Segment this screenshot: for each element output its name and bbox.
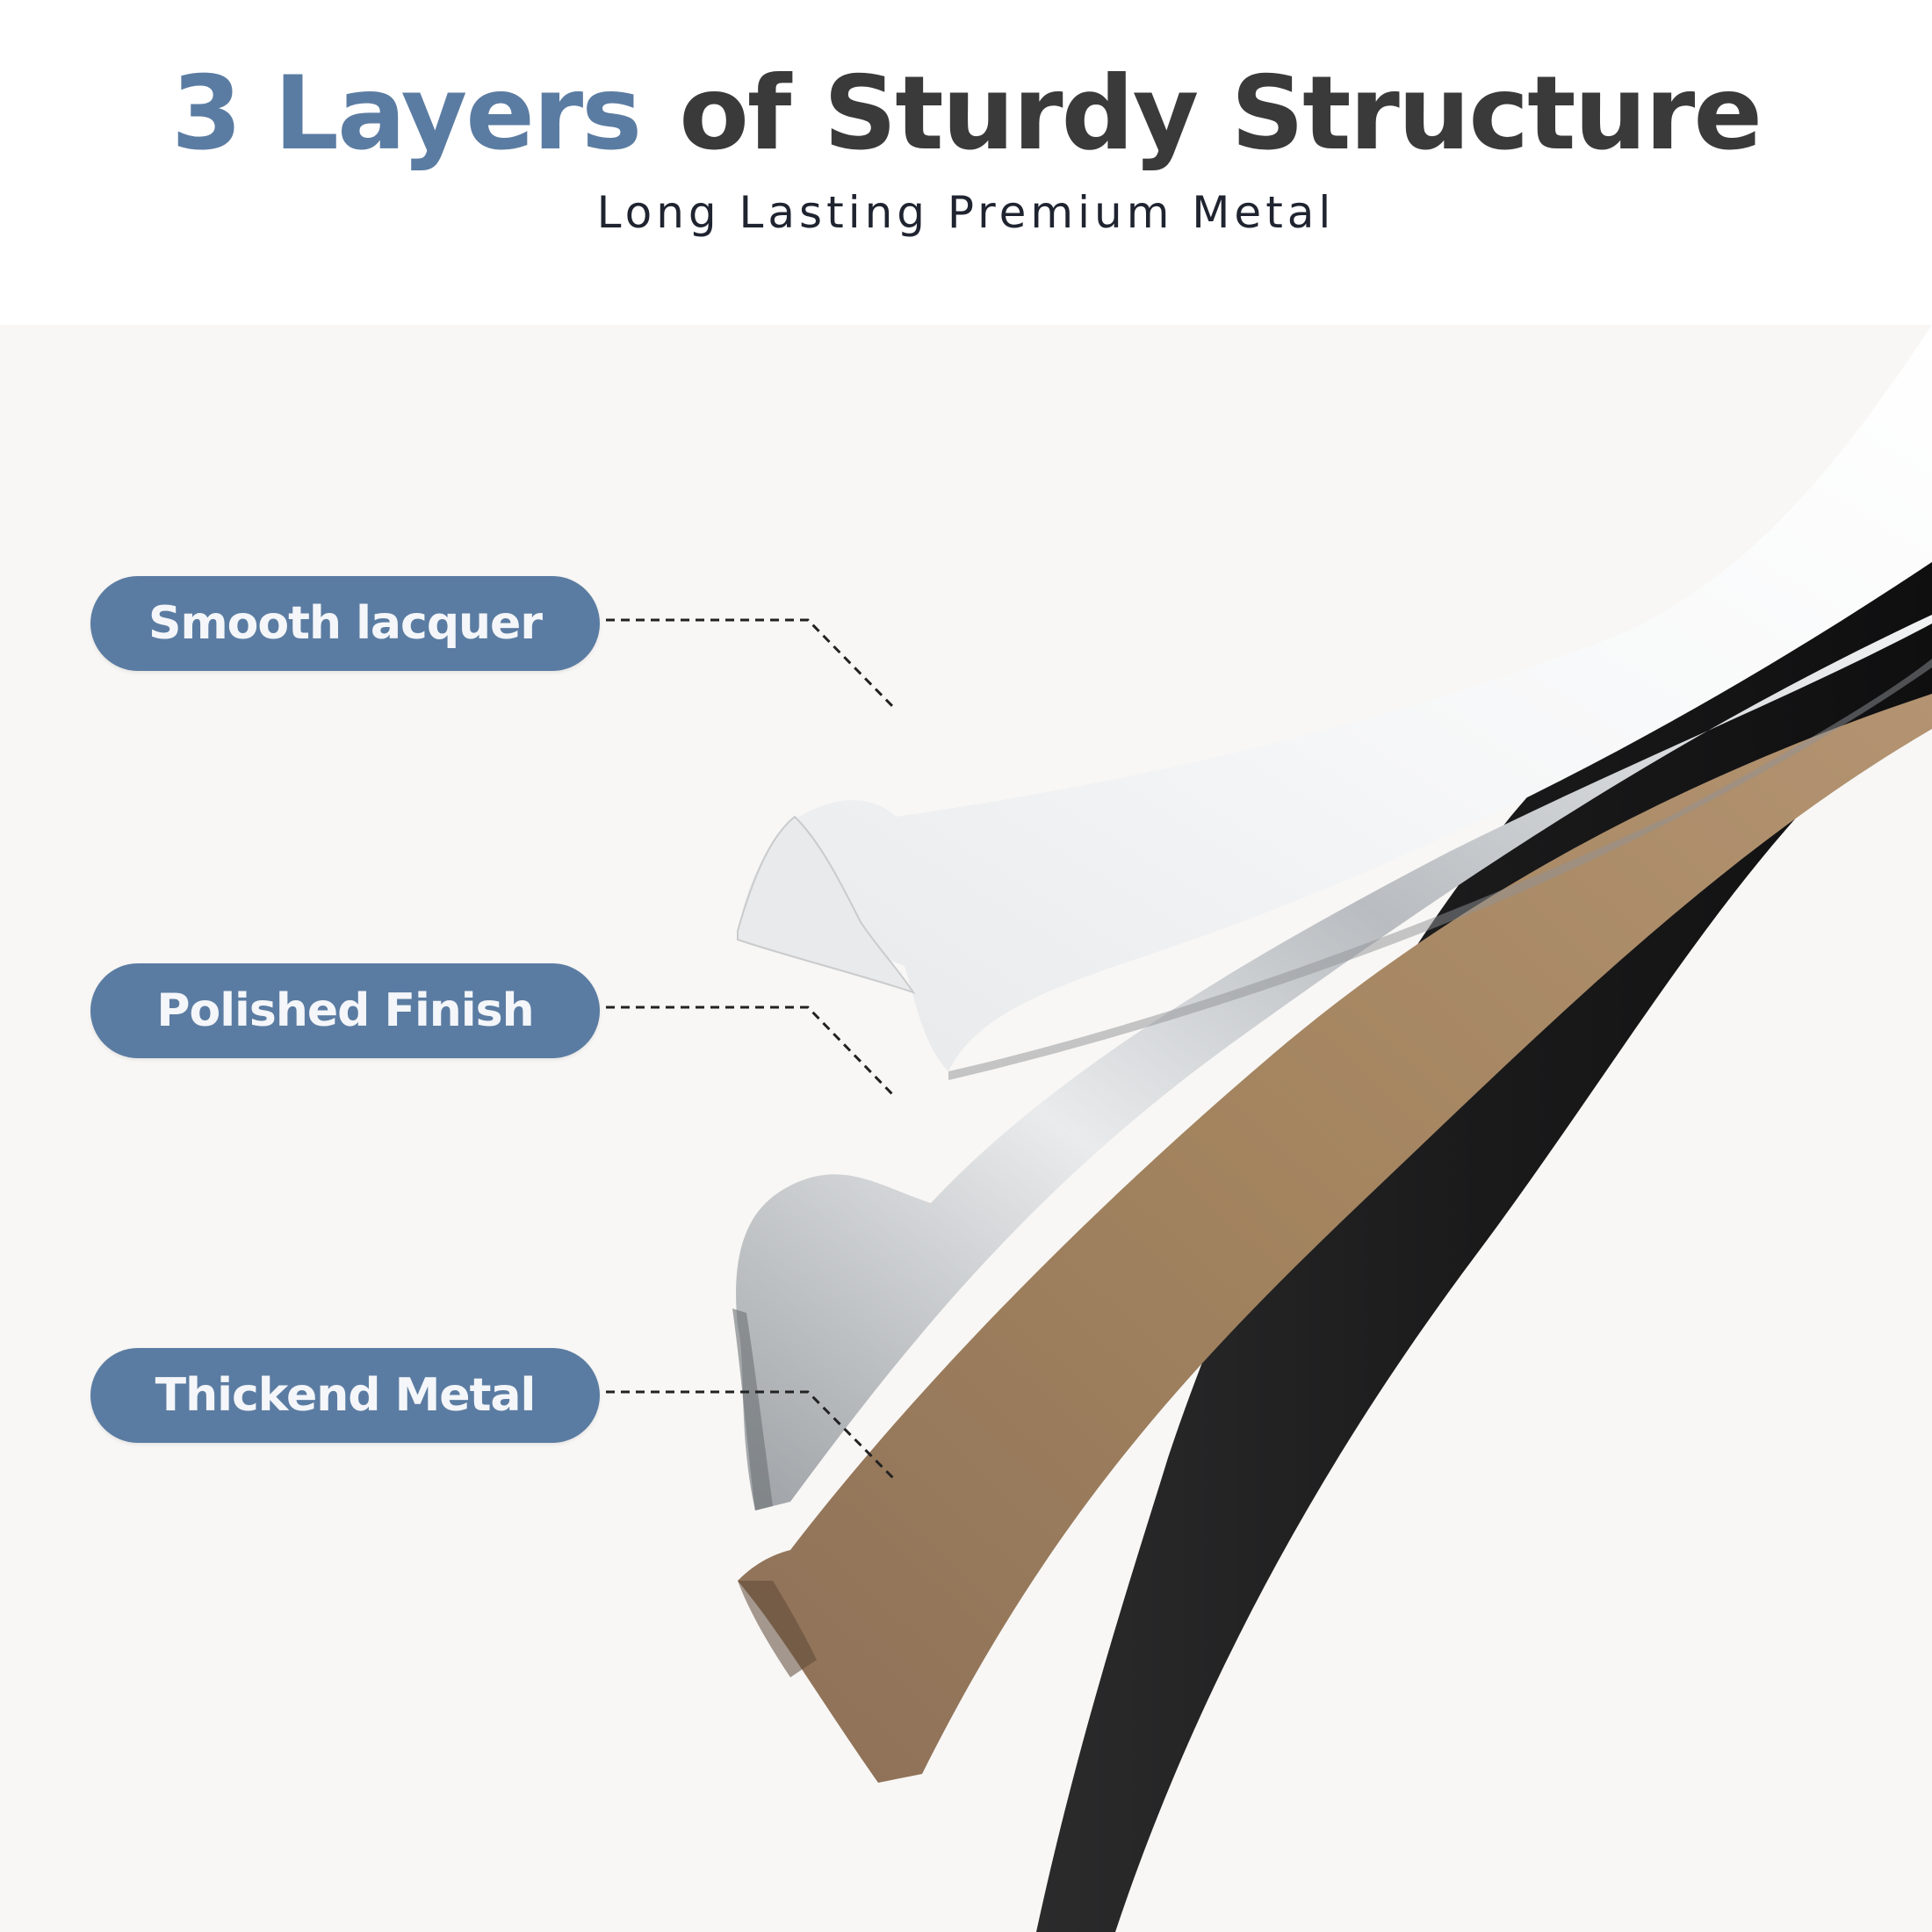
product-illustration: Smooth lacquer Polished Finish Thickend … — [0, 325, 1932, 1932]
metal-layers-image — [732, 325, 1932, 1932]
black-core-layer — [1036, 553, 1932, 1932]
label-thickend-metal: Thickend Metal — [90, 1348, 600, 1443]
page-subtitle: Long Lasting Premium Metal — [596, 187, 1336, 238]
header: 3 Layers of Sturdy Structure Long Lasting… — [0, 0, 1932, 325]
label-polished-finish: Polished Finish — [90, 963, 600, 1058]
title-rest: of Sturdy Structure — [679, 54, 1763, 173]
page-title: 3 Layers of Sturdy Structure — [0, 53, 1932, 176]
bronze-layer — [738, 694, 1932, 1783]
title-accent: 3 Layers — [170, 54, 642, 173]
label-smooth-lacquer: Smooth lacquer — [90, 576, 600, 671]
lacquer-layer — [738, 325, 1932, 1071]
